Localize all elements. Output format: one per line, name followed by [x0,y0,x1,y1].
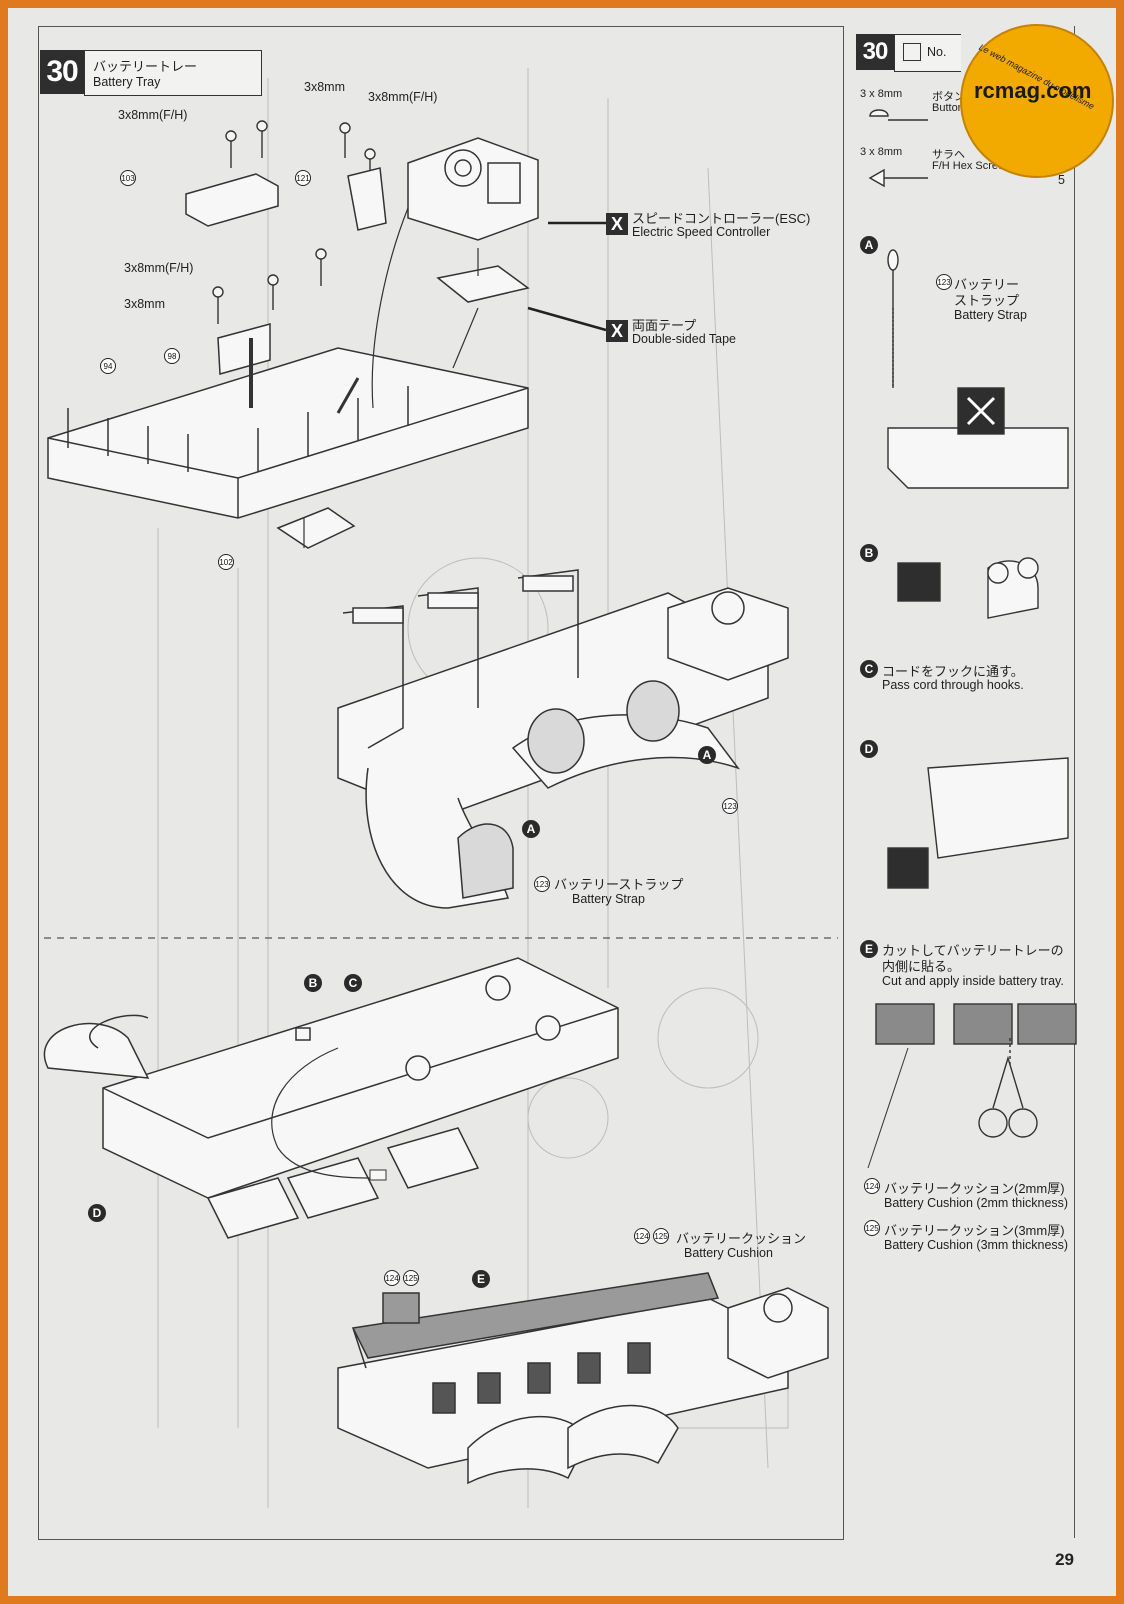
screw-label: 3x8mm(F/H) [118,108,188,122]
side-strap-en: Battery Strap [954,308,1027,322]
step-title-en: Battery Tray [93,75,161,89]
cushion125-jp: バッテリークッション(3mm厚) [884,1223,1065,1238]
side-callout-a: A [860,236,878,254]
part-number: 103 [120,170,136,186]
screw1-jp: ボタン [932,91,965,103]
part-number: 123 [722,798,738,814]
screw2-en: F/H Hex Screw [932,160,1006,172]
no-label: No. [927,45,947,59]
page-number: 29 [1055,1550,1074,1569]
tape-label-en: Double-sided Tape [632,332,737,346]
screw-qty: 5 [1058,173,1065,187]
part-number: 98 [164,348,180,364]
strap-label-jp: バッテリーストラップ [554,877,684,892]
part-number: 125 [864,1220,880,1236]
part-number: 124 [864,1178,880,1194]
assembly-illustration [43,68,1077,1508]
screw1-en: Button [932,102,964,114]
callout-c: C [344,974,362,992]
callout-a: A [698,746,716,764]
step-title-box: バッテリートレー Battery Tray [84,50,262,96]
screw1-size: 3 x 8mm [860,88,903,100]
screw-label: 3x8mm(F/H) [368,90,438,104]
x-mark: X [606,213,628,235]
part-number: 123 [936,274,952,290]
side-parts-box: No. [894,34,961,72]
bag-icon [903,43,921,61]
side-c-jp: コードをフックに通す。 [882,664,1024,679]
callout-e: E [472,1270,490,1288]
strap-label-en: Battery Strap [572,892,645,906]
part-number: 124 [384,1270,400,1286]
cushion124-jp: バッテリークッション(2mm厚) [884,1181,1065,1196]
screw-label: 3x8mm [124,297,165,311]
tape-label-jp: 両面テープ [632,318,697,333]
part-number: 125 [403,1270,419,1286]
part-number: 123 [534,876,550,892]
side-callout-e: E [860,940,878,958]
side-panel-frame [850,26,1075,1538]
rcmag-logo: Le web magazine du modelisme rcmag.com [960,24,1114,178]
screw-label: 3x8mm(F/H) [124,261,194,275]
side-strap-jp2: ストラップ [954,293,1020,308]
side-callout-b: B [860,544,878,562]
screw-label: 3x8mm [304,80,345,94]
part-number: 102 [218,554,234,570]
screw-icon [225,130,237,168]
side-e-jp1: カットしてバッテリートレーの [882,943,1064,958]
esc-label-jp: スピードコントローラー(ESC) [632,211,811,226]
side-callout-c: C [860,660,878,678]
side-e-jp2: 内側に貼る。 [882,959,961,974]
logo-brand: rcmag.com [974,78,1092,103]
cushion125-en: Battery Cushion (3mm thickness) [884,1238,1069,1252]
part-number: 125 [653,1228,669,1244]
main-step-frame [38,26,844,1540]
part-number: 124 [634,1228,650,1244]
esc-label-en: Electric Speed Controller [632,225,771,239]
side-e-en: Cut and apply inside battery tray. [882,974,1064,988]
manual-page: 30 バッテリートレー Battery Tray 3x8mm(F/H) 3x8m… [8,8,1116,1596]
callout-d: D [88,1204,106,1222]
side-step-number: 30 [856,34,894,70]
cushion124-en: Battery Cushion (2mm thickness) [884,1196,1069,1210]
callout-a: A [522,820,540,838]
cushion-label-jp: バッテリークッション [676,1231,807,1246]
screw2-jp: サラヘ [932,149,965,161]
side-callout-d: D [860,740,878,758]
callout-b: B [304,974,322,992]
cushion-label-en: Battery Cushion [684,1246,773,1260]
step-title-jp: バッテリートレー [93,59,198,74]
x-mark: X [606,320,628,342]
side-strap-jp1: バッテリー [954,277,1020,292]
step-number: 30 [40,50,84,94]
side-c-en: Pass cord through hooks. [882,678,1024,692]
screw2-size: 3 x 8mm [860,146,903,158]
part-number: 121 [295,170,311,186]
part-number: 94 [100,358,116,374]
